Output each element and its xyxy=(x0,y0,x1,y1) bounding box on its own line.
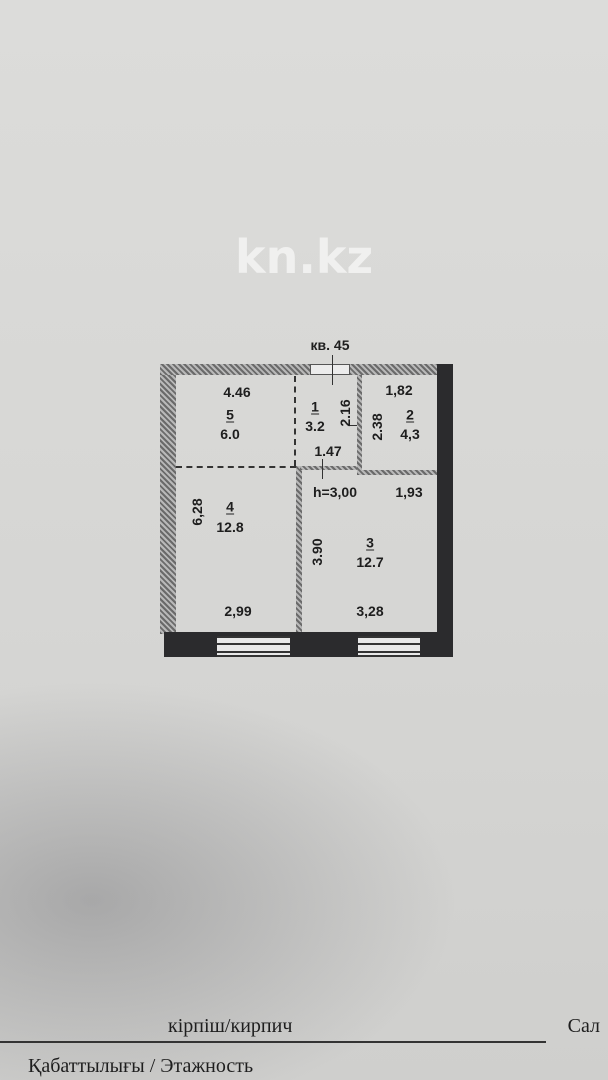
room-4-number: 4 xyxy=(226,498,234,515)
room-1-number: 1 xyxy=(311,398,319,415)
wall-room1-bottom xyxy=(300,466,357,470)
entrance-door xyxy=(310,364,350,375)
room-5-number: 5 xyxy=(226,406,234,423)
wall-bathroom-left xyxy=(357,375,362,475)
wall-bathroom-bottom xyxy=(357,470,437,475)
room-2-area: 4,3 xyxy=(400,426,420,442)
dim-room1-width: 1.47 xyxy=(314,443,342,459)
photo-shadow xyxy=(0,680,460,1080)
dim-room4-width: 2,99 xyxy=(224,603,252,619)
wall-top-left xyxy=(160,364,310,375)
material-value: кірпіш/кирпич xyxy=(168,1015,293,1037)
apartment-label: кв. 45 xyxy=(310,337,350,353)
window-right xyxy=(358,636,420,657)
dim-room3-top-width: 1,93 xyxy=(395,484,423,500)
dim-room4-height: 6,28 xyxy=(189,498,205,526)
wall-interior xyxy=(296,466,302,632)
dim-room3-height: 3.90 xyxy=(309,538,325,566)
dimension-line xyxy=(332,355,333,385)
wall-left xyxy=(160,364,176,634)
room-2-number: 2 xyxy=(406,406,414,423)
dim-room5-width: 4.46 xyxy=(223,384,251,400)
wall-top-right xyxy=(350,364,440,375)
dim-room1-height: 2.16 xyxy=(337,399,353,427)
room-5-area: 6.0 xyxy=(220,426,240,442)
room-3-area: 12.7 xyxy=(356,554,384,570)
zone-divider-horizontal xyxy=(176,466,296,468)
ceiling-height: h=3,00 xyxy=(313,484,357,500)
room-4-area: 12.8 xyxy=(216,519,244,535)
underline xyxy=(0,1041,546,1043)
dim-room2-height: 2.38 xyxy=(369,413,385,441)
watermark: kn.kz xyxy=(235,230,374,284)
room-3-number: 3 xyxy=(366,534,374,551)
dim-room2-width: 1,82 xyxy=(385,382,413,398)
wall-right xyxy=(437,364,453,657)
cut-label: Сал xyxy=(567,1015,600,1037)
floors-label: Қабаттылығы / Этажность xyxy=(28,1055,254,1077)
window-left xyxy=(217,636,290,657)
dim-room3-width: 3,28 xyxy=(356,603,384,619)
zone-divider-vertical xyxy=(294,376,296,466)
room-1-area: 3.2 xyxy=(305,418,325,434)
dimension-line xyxy=(350,425,357,426)
dimension-line xyxy=(322,459,323,479)
